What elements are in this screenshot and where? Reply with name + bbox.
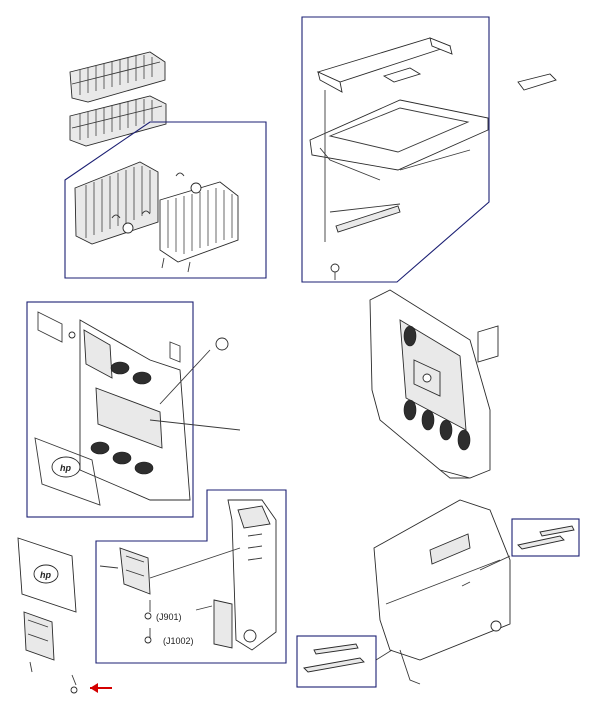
- top-cover-assembly-group: [301, 16, 490, 283]
- left-cover-frame: [26, 301, 194, 518]
- connector-j1002-label: (J1002): [163, 636, 194, 646]
- top-cover-frame: [301, 16, 490, 283]
- duplex-guide-lower: [69, 95, 167, 147]
- svg-text:hp: hp: [40, 570, 51, 580]
- left-cover-assembly-group: hp: [26, 301, 241, 518]
- formatter-cover-assembly: hp: [17, 537, 78, 694]
- hinge-links-group: [479, 518, 580, 571]
- duplex-assembly-frame: [64, 121, 267, 279]
- hinge-rails-group: [296, 635, 393, 688]
- front-door-assembly: [373, 499, 511, 685]
- loose-latch-part: [517, 73, 557, 91]
- duplex-guide-upper: [69, 51, 166, 103]
- svg-text:hp: hp: [60, 463, 71, 473]
- red-arrow-icon: [90, 683, 112, 693]
- rear-cover-assembly: [369, 289, 499, 479]
- hinge-frame: [511, 518, 580, 557]
- rail-frame: [296, 635, 377, 688]
- control-panel-frame: [95, 489, 287, 664]
- duplex-assembly-group: [64, 121, 267, 279]
- connector-j901-label: (J901): [156, 612, 182, 622]
- control-panel-assembly-group: (J901) (J1002): [95, 489, 287, 664]
